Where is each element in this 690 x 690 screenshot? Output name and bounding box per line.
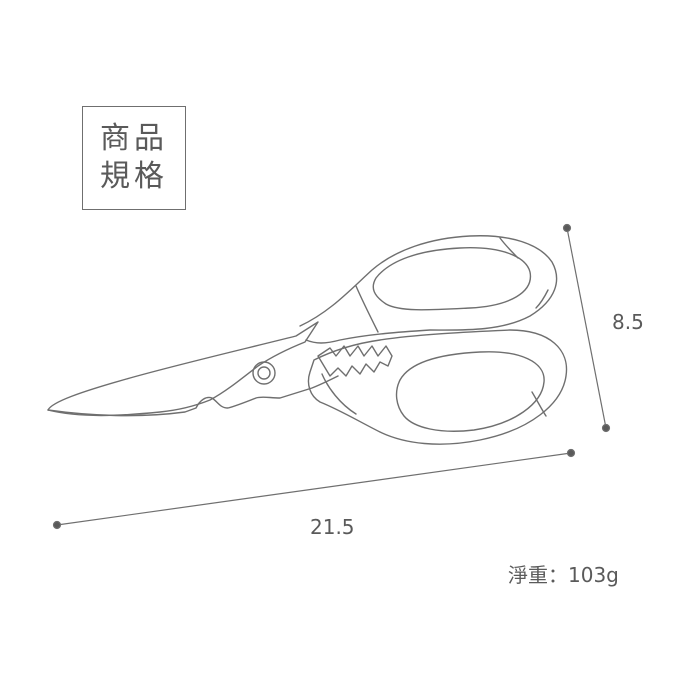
- length-value: 21.5: [310, 515, 355, 539]
- length-dimension: [52, 448, 576, 530]
- pivot-screw-outer: [252, 361, 276, 385]
- upper-handle-seg-2: [499, 237, 519, 259]
- height-value: 8.5: [612, 310, 644, 334]
- lower-handle-seg-2: [531, 391, 547, 417]
- height-dimension-start-dot: [562, 223, 572, 233]
- upper-handle-outer: [299, 235, 558, 344]
- weight-label: 淨重：: [508, 563, 568, 587]
- length-dimension-line: [56, 452, 572, 526]
- spec-title-line-1: 商品: [100, 121, 168, 156]
- weight-value: 103g: [568, 563, 619, 587]
- pivot-screw-inner: [257, 366, 271, 380]
- scissors-icon: [47, 235, 568, 445]
- height-dimension-line: [566, 227, 607, 429]
- lower-blade: [47, 375, 339, 417]
- upper-blade: [47, 321, 319, 417]
- upper-handle-grip: [372, 247, 532, 311]
- upper-handle-seg-1: [355, 285, 379, 333]
- height-dimension-end-dot: [601, 423, 611, 433]
- spec-title-line-2: 規格: [100, 159, 168, 194]
- serrated-jaw: [317, 345, 393, 377]
- weight-info: 淨重：103g: [508, 559, 619, 588]
- lower-handle-grip: [395, 351, 545, 432]
- height-dimension: [562, 223, 611, 433]
- length-dimension-end-dot: [566, 448, 576, 458]
- length-dimension-start-dot: [52, 520, 62, 530]
- upper-handle-seg-3: [535, 289, 549, 309]
- lower-handle-seg-1: [321, 373, 357, 415]
- spec-title-box: 商品 規格: [82, 106, 186, 210]
- lower-handle-outer: [307, 329, 568, 445]
